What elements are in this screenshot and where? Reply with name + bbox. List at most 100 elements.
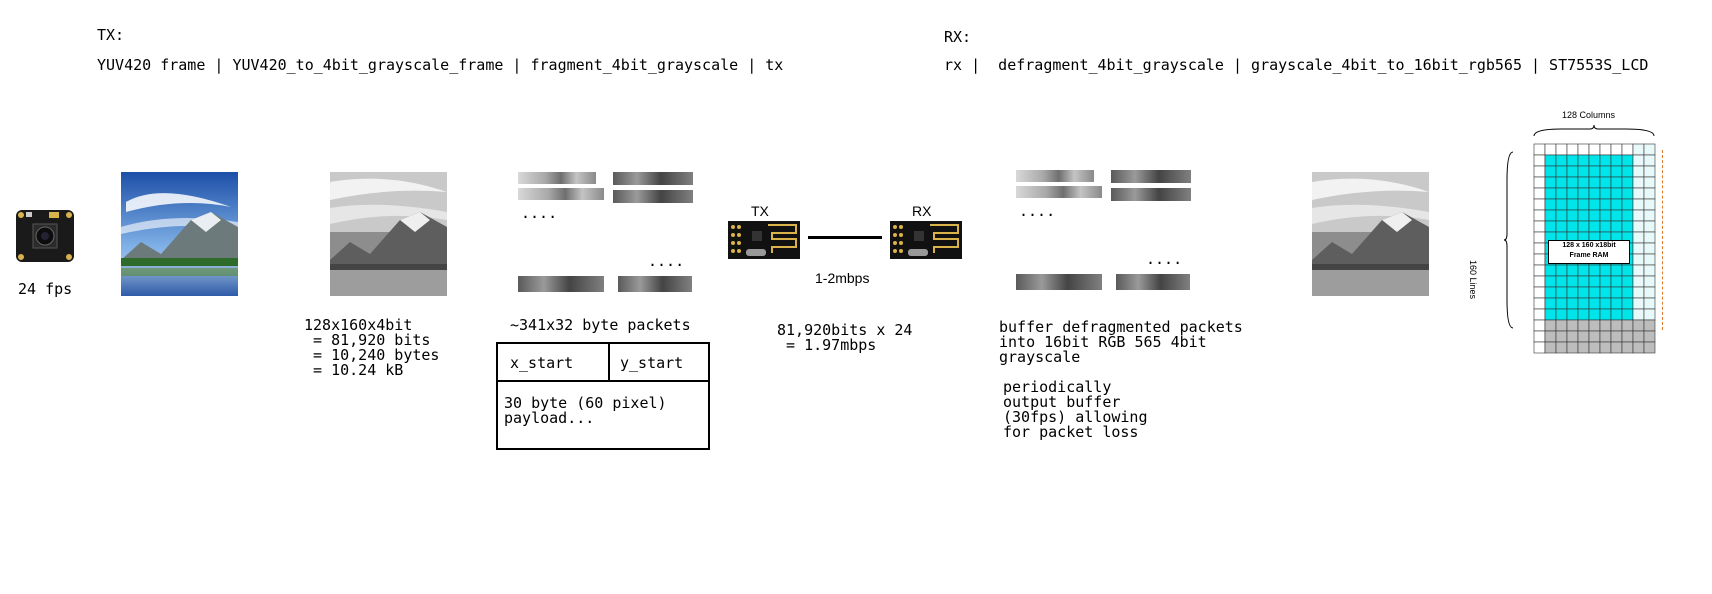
lcd-grid-cell [1577, 341, 1590, 354]
lcd-grid-cell [1566, 165, 1579, 178]
radio-rx-label: RX [912, 203, 932, 219]
lcd-grid-cell [1544, 143, 1557, 156]
radio-link-line [808, 236, 882, 239]
grayscale-frame-image [330, 172, 447, 296]
lcd-grid-cell [1588, 297, 1601, 310]
lcd-grid-cell [1599, 143, 1612, 156]
lcd-grid-cell [1643, 286, 1656, 299]
fragment-dots-top: .... [521, 204, 558, 222]
buffer-text-line3: grayscale [999, 348, 1081, 366]
lcd-grid-cell [1566, 275, 1579, 288]
lcd-grid-cell [1610, 198, 1623, 211]
lcd-grid-cell [1632, 264, 1645, 277]
lcd-grid-cell [1621, 297, 1634, 310]
lcd-grid-cell [1610, 286, 1623, 299]
lcd-grid-cell [1643, 198, 1656, 211]
lcd-grid-cell [1610, 176, 1623, 189]
lcd-grid-cell [1621, 308, 1634, 321]
lcd-grid-cell [1566, 176, 1579, 189]
lcd-grid-cell [1544, 286, 1557, 299]
lcd-grid-cell [1544, 176, 1557, 189]
lcd-grid-cell [1555, 154, 1568, 167]
lcd-grid-cell [1555, 209, 1568, 222]
lcd-grid-cell [1621, 209, 1634, 222]
lcd-grid-cell [1566, 341, 1579, 354]
lcd-grid-cell [1599, 264, 1612, 277]
lcd-grid-cell [1577, 154, 1590, 167]
lcd-grid-cell [1577, 198, 1590, 211]
lcd-grid-cell [1643, 319, 1656, 332]
lcd-grid-cell [1533, 275, 1546, 288]
lcd-grid-cell [1533, 176, 1546, 189]
rx-heading: RX: [944, 28, 972, 46]
lcd-grid-cell [1566, 264, 1579, 277]
lcd-grid-cell [1621, 275, 1634, 288]
fragment-strip [518, 276, 604, 292]
lcd-grid-cell [1544, 198, 1557, 211]
camera-fps-caption: 24 fps [18, 280, 73, 298]
lcd-grid-cell [1588, 330, 1601, 343]
lcd-grid-cell [1555, 319, 1568, 332]
lcd-grid-cell [1621, 264, 1634, 277]
lcd-grid-cell [1599, 308, 1612, 321]
lcd-grid-cell [1533, 330, 1546, 343]
lcd-grid-cell [1643, 253, 1656, 266]
rx-pipeline: rx | defragment_4bit_grayscale | graysca… [944, 56, 1649, 74]
output-text-line3: (30fps) allowing [1003, 408, 1148, 426]
lcd-grid-cell [1643, 231, 1656, 244]
lcd-grid-cell [1632, 242, 1645, 255]
lcd-grid-cell [1544, 308, 1557, 321]
grayscale-size-line4: = 10.24 kB [304, 361, 404, 379]
grayscale-size-line2: = 81,920 bits [304, 331, 431, 349]
lcd-grid-cell [1643, 220, 1656, 233]
lcd-grid-cell [1533, 143, 1546, 156]
lcd-grid-cell [1621, 319, 1634, 332]
camera-module-image [16, 210, 74, 262]
lcd-grid-cell [1566, 143, 1579, 156]
packet-diagram: x_start y_start 30 byte (60 pixel) paylo… [496, 342, 710, 450]
lcd-grid-cell [1544, 275, 1557, 288]
lcd-grid-cell [1588, 187, 1601, 200]
defrag-dots-top: .... [1019, 202, 1056, 220]
lcd-grid-cell [1577, 220, 1590, 233]
lcd-grid-cell [1610, 264, 1623, 277]
lcd-grid-cell [1610, 297, 1623, 310]
rx-radio-module-image [890, 221, 962, 259]
lcd-grid-cell [1588, 308, 1601, 321]
lcd-grid-cell [1577, 187, 1590, 200]
fragment-strip [1016, 274, 1102, 290]
lcd-grid-cell [1599, 297, 1612, 310]
lcd-grid-cell [1533, 264, 1546, 277]
lcd-grid-cell [1632, 330, 1645, 343]
lcd-grid-cell [1544, 187, 1557, 200]
fragment-dots-bottom: .... [648, 252, 685, 270]
lcd-grid-cell [1599, 330, 1612, 343]
lcd-grid-cell [1599, 176, 1612, 189]
lcd-grid-cell [1544, 154, 1557, 167]
lcd-grid-cell [1555, 275, 1568, 288]
lcd-grid-cell [1599, 165, 1612, 178]
grayscale-size-line1: 128x160x4bit [304, 316, 413, 334]
lcd-grid-cell [1588, 341, 1601, 354]
lcd-grid-cell [1643, 154, 1656, 167]
lcd-grid-cell [1621, 165, 1634, 178]
lcd-lines-label: 160 Lines [1468, 260, 1478, 300]
lcd-grid-cell [1544, 297, 1557, 310]
lcd-grid-cell [1544, 220, 1557, 233]
lcd-grid-cell [1610, 165, 1623, 178]
fragment-strip [1116, 274, 1190, 290]
lcd-grid-cell [1599, 209, 1612, 222]
color-frame-image [121, 172, 238, 296]
lcd-grid-cell [1577, 264, 1590, 277]
lcd-grid-cell [1588, 198, 1601, 211]
lcd-grid-cell [1610, 330, 1623, 343]
lcd-grid-cell [1566, 297, 1579, 310]
buffer-text-line2: into 16bit RGB 565 4bit [999, 333, 1207, 351]
lcd-grid-cell [1610, 341, 1623, 354]
packet-y-start: y_start [620, 354, 684, 372]
lcd-grid-cell [1533, 165, 1546, 178]
fragment-strip [613, 190, 693, 203]
lcd-grid-cell [1555, 341, 1568, 354]
radio-tx-label: TX [751, 203, 769, 219]
lcd-grid-cell [1632, 286, 1645, 299]
